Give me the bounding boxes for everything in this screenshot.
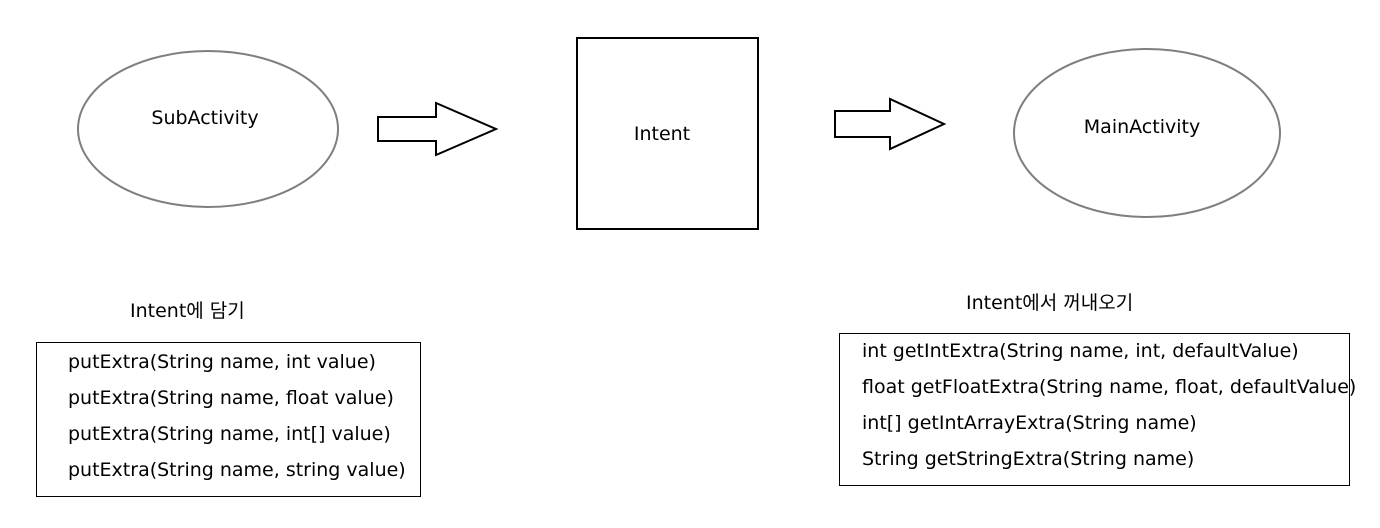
put-method-item: putExtra(String name, int[] value) (68, 423, 391, 445)
main-activity-node (1013, 48, 1281, 218)
get-method-item: int getIntExtra(String name, int, defaul… (862, 340, 1299, 362)
put-method-item: putExtra(String name, float value) (68, 387, 394, 409)
intent-label: Intent (633, 123, 691, 145)
get-method-item: int[] getIntArrayExtra(String name) (862, 412, 1197, 434)
get-methods-box: int getIntExtra(String name, int, defaul… (839, 333, 1356, 486)
put-method-item: putExtra(String name, string value) (68, 459, 406, 481)
main-activity-label: MainActivity (1083, 116, 1201, 138)
intent-node (576, 37, 759, 230)
arrow-sub-to-intent (377, 101, 499, 157)
sub-activity-label: SubActivity (151, 107, 259, 129)
get-method-item: float getFloatExtra(String name, float, … (862, 376, 1357, 398)
get-section-caption: Intent에서 꺼내오기 (966, 292, 1134, 314)
arrow-intent-to-main (834, 97, 947, 151)
put-section-caption: Intent에 담기 (130, 300, 245, 322)
sub-activity-node (77, 50, 339, 208)
put-method-item: putExtra(String name, int value) (68, 351, 376, 373)
put-methods-box: putExtra(String name, int value) putExtr… (36, 342, 421, 497)
get-method-item: String getStringExtra(String name) (862, 448, 1195, 470)
